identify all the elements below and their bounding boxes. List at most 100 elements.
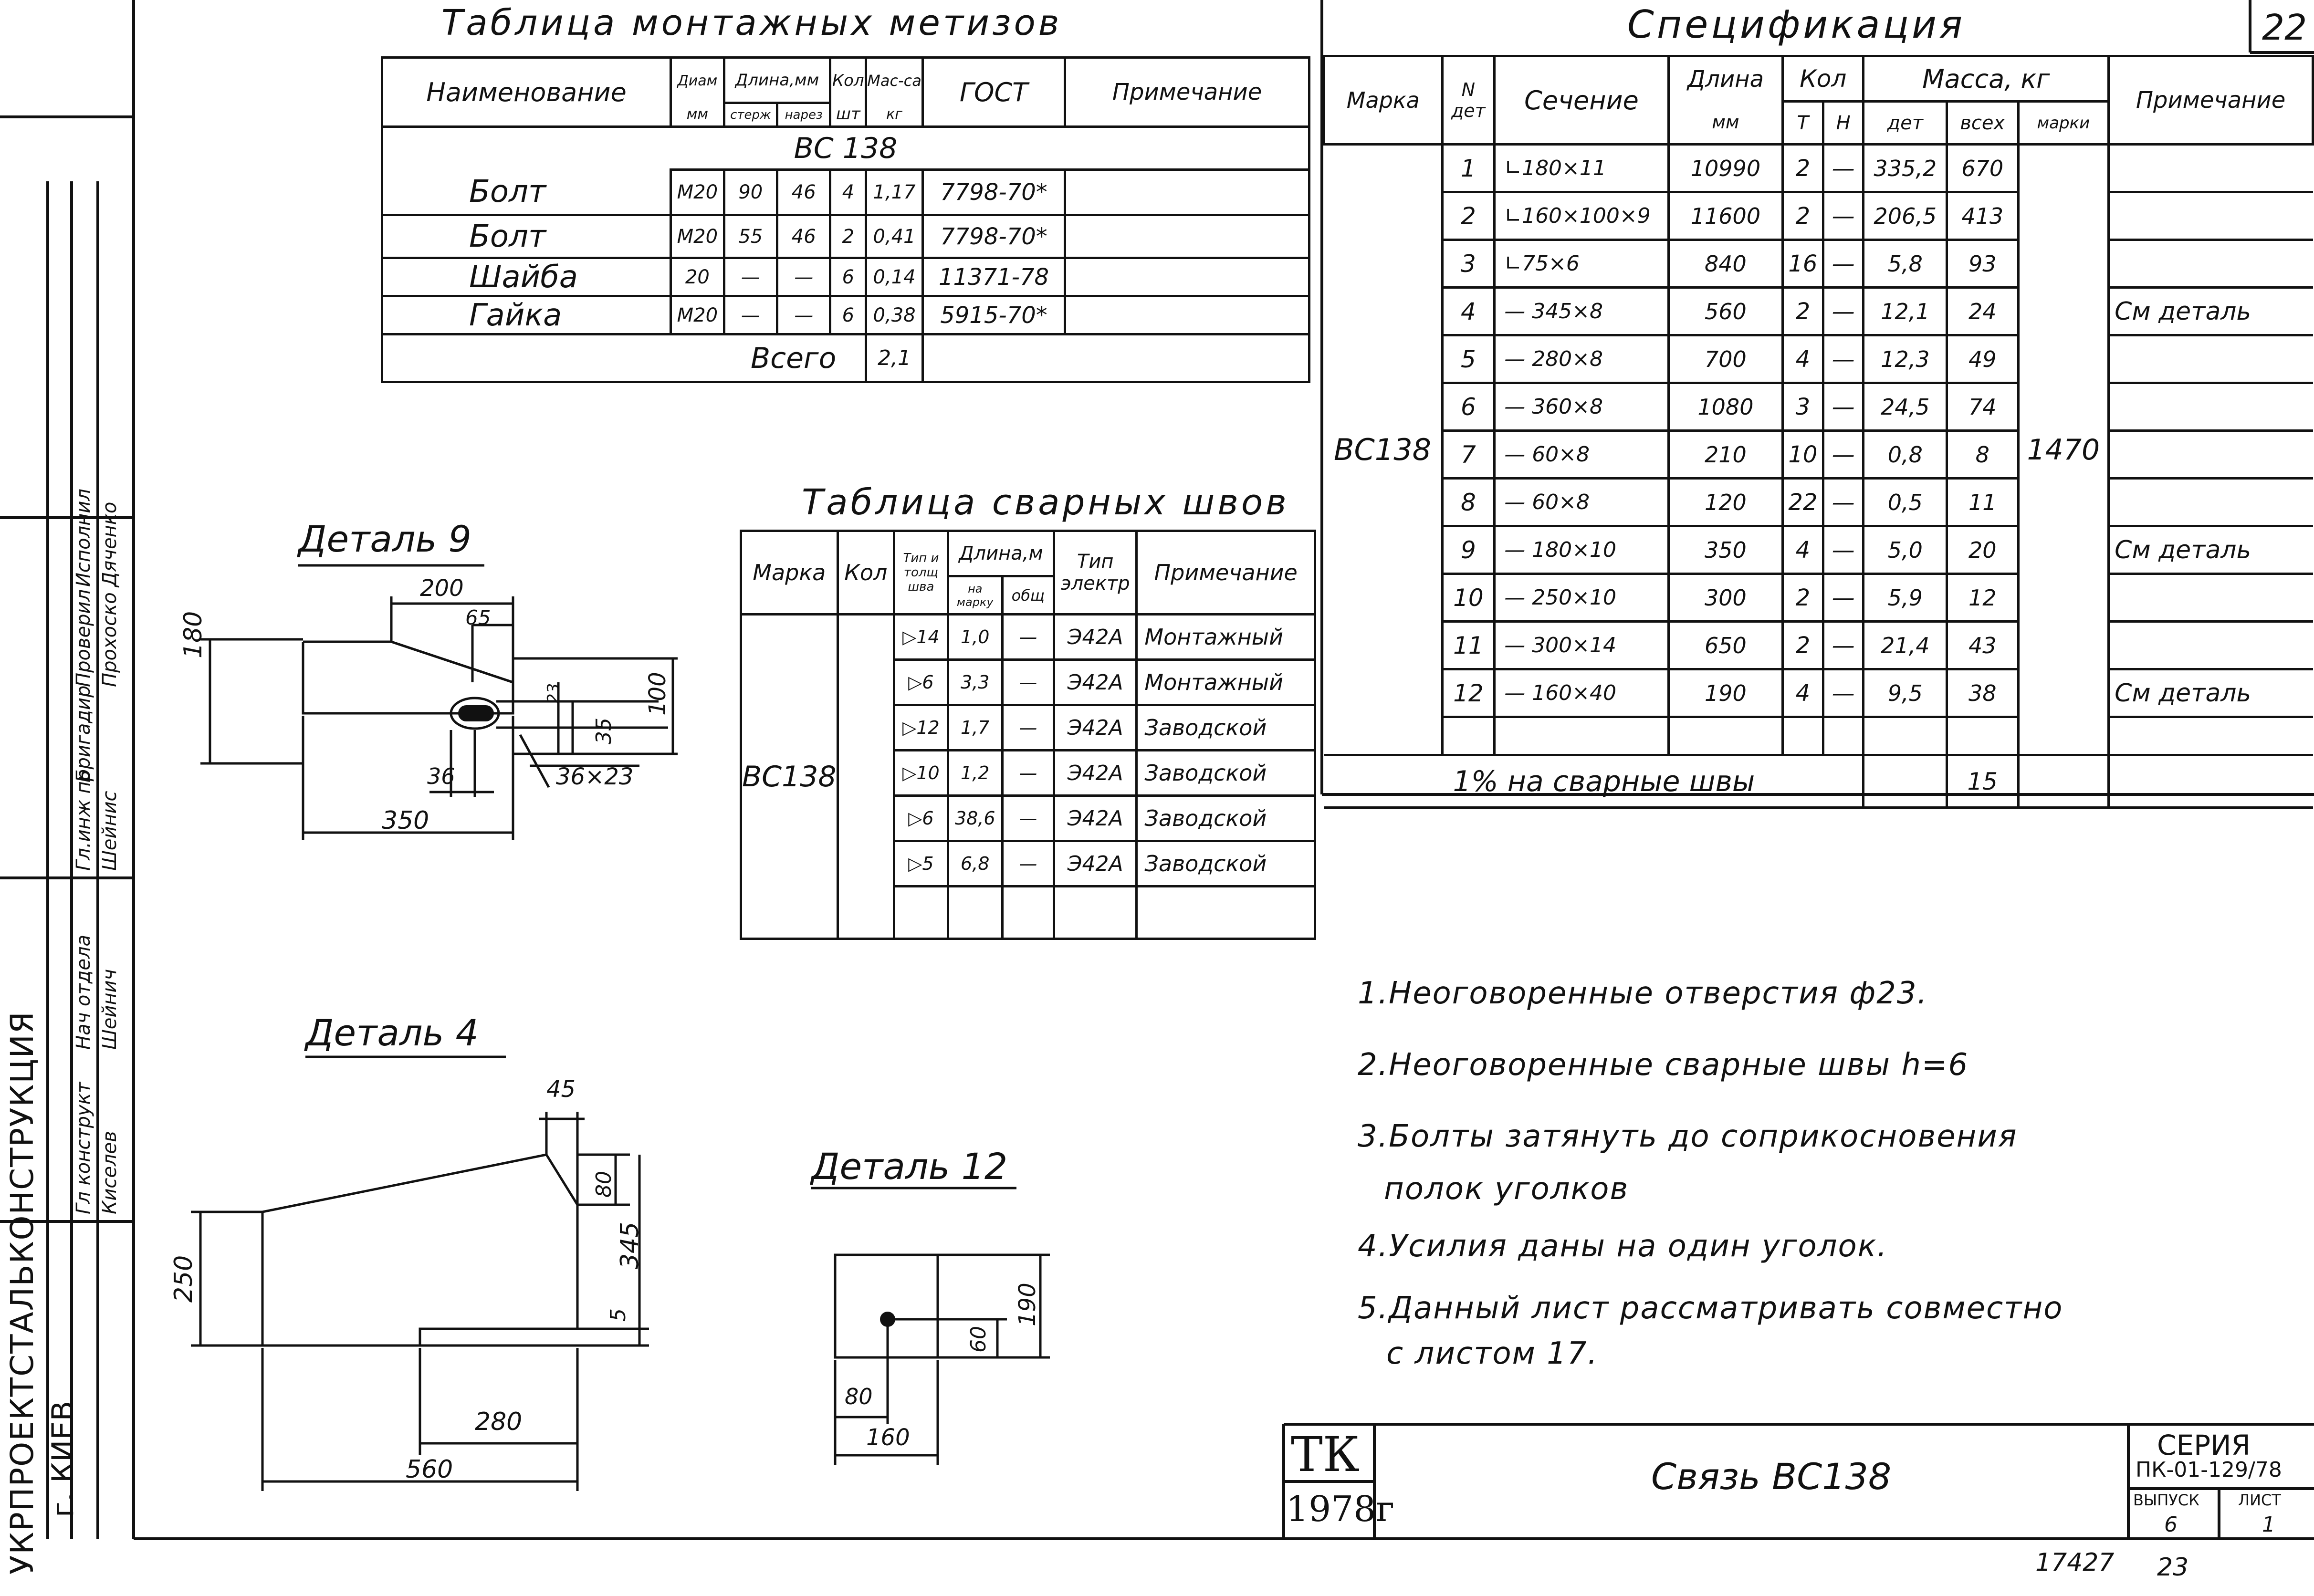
spec-mass-all: 38 <box>1946 668 2020 718</box>
series-value: ПК-01-129/78 <box>2136 1458 2282 1482</box>
spec-qty-n: — <box>1822 191 1865 241</box>
weld-total: — <box>1001 840 1056 887</box>
spec-mark: ВС138 <box>1324 143 1444 756</box>
col-mass: Мас-са <box>865 56 924 103</box>
col-gost: ГОСТ <box>921 56 1067 128</box>
weld-electrode: Э42А <box>1053 658 1138 706</box>
dim-label: 190 <box>1014 1283 1041 1326</box>
spec-section: — 280×8 <box>1493 334 1670 384</box>
stamp-role: Бригадир <box>73 685 94 782</box>
spec-qty-t: 16 <box>1781 239 1824 289</box>
weld-col-electrode: Тип электр <box>1053 530 1138 615</box>
col-note: Примечание <box>1064 56 1310 128</box>
spec-length: 560 <box>1667 286 1784 336</box>
stamp-role: Нач отдела <box>73 934 94 1050</box>
spec-qty-t: 4 <box>1781 668 1824 718</box>
spec-mass-all: 20 <box>1946 525 2020 575</box>
spec-col-m-mark: марки <box>2017 100 2110 146</box>
fastener-name: Шайба <box>380 257 672 297</box>
weld-col-type: Тип и толщ шва <box>892 530 949 615</box>
spec-col-det: N дет <box>1441 55 1496 146</box>
spec-col-mass: Масса, кг <box>1862 55 2110 103</box>
weld-per-mark: 6,8 <box>946 840 1004 887</box>
spec-note <box>2107 191 2313 241</box>
stamp-role: Исполнил <box>73 489 94 587</box>
dim-label: 5 <box>606 1308 630 1322</box>
fastener-mass: 1,17 <box>865 168 924 216</box>
spec-welds-value: 15 <box>1946 754 2020 809</box>
spec-mass-all: 43 <box>1946 620 2020 670</box>
spec-title: Спецификация <box>1627 2 1966 47</box>
spec-qty-n: — <box>1822 382 1865 432</box>
weld-total: — <box>1001 658 1056 706</box>
dim-label: 80 <box>845 1384 873 1409</box>
fastener-name: Гайка <box>380 295 672 335</box>
dim-label: 23 <box>544 683 563 704</box>
spec-length: 120 <box>1667 477 1784 527</box>
spec-mass-det: 206,5 <box>1862 191 1948 241</box>
spec-section: ∟75×6 <box>1493 239 1670 289</box>
spec-table: Марка N дет Сечение Длина Кол Масса, кг … <box>1323 55 2314 809</box>
spec-mass-all: 74 <box>1946 382 2020 432</box>
spec-note <box>2107 620 2313 670</box>
spec-qty-t: 4 <box>1781 334 1824 384</box>
dim-label: 60 <box>966 1326 991 1353</box>
spec-note <box>2107 334 2313 384</box>
issue-label: ВЫПУСК <box>2133 1491 2199 1509</box>
spec-mass-all: 49 <box>1946 334 2020 384</box>
hole-mark <box>458 705 494 721</box>
stamp-name: Шейнич <box>99 969 121 1050</box>
spec-section: ∟180×11 <box>1493 143 1670 193</box>
weld-type: ▷14 <box>892 613 949 661</box>
spec-section: — 345×8 <box>1493 286 1670 336</box>
weld-type: ▷10 <box>892 749 949 797</box>
spec-section: — 160×40 <box>1493 668 1670 718</box>
weld-electrode: Э42А <box>1053 840 1138 887</box>
fastener-rod: 55 <box>722 214 779 259</box>
fasteners-table: Наименование Диам Длина,мм Кол Мас-са ГО… <box>380 56 1311 383</box>
weld-per-mark: 1,0 <box>946 613 1004 661</box>
dim-label: 45 <box>546 1076 576 1103</box>
spec-qty-t: 10 <box>1781 429 1824 480</box>
spec-note: См деталь <box>2107 525 2313 575</box>
fastener-gost: 7798-70* <box>921 214 1067 259</box>
weld-note: Монтажный <box>1135 658 1316 706</box>
fastener-note <box>1064 295 1310 335</box>
weld-total: — <box>1001 749 1056 797</box>
spec-length: 11600 <box>1667 191 1784 241</box>
dim-label: 65 <box>465 606 491 629</box>
detail-12-title: Деталь 12 <box>811 1145 1008 1188</box>
spec-qty-n: — <box>1822 620 1865 670</box>
spec-qty-t: 2 <box>1781 286 1824 336</box>
fasteners-title: Таблица монтажных метизов <box>441 2 1062 43</box>
col-qty-unit: шт <box>829 103 868 128</box>
weld-mark: ВС138 <box>740 613 839 940</box>
spec-qty-n: — <box>1822 477 1865 527</box>
spec-note: См деталь <box>2107 668 2313 718</box>
note-line: 4.Усилия даны на один уголок. <box>1358 1229 1888 1264</box>
fastener-name: Болт <box>380 214 672 259</box>
spec-section: — 180×10 <box>1493 525 1670 575</box>
weld-per-mark: 1,2 <box>946 749 1004 797</box>
weld-col-per-mark: на марку <box>946 575 1004 615</box>
hole-mark-12 <box>880 1312 895 1327</box>
spec-welds-label: 1% на сварные швы <box>1324 754 1865 809</box>
spec-qty-t: 2 <box>1781 191 1824 241</box>
spec-length: 650 <box>1667 620 1784 670</box>
fasteners-total-label: Всего <box>380 333 868 383</box>
dim-label: 35 <box>592 718 616 744</box>
weld-type: ▷12 <box>892 704 949 751</box>
dim-label: 280 <box>475 1408 523 1436</box>
col-length: Длина,мм <box>722 56 832 104</box>
weld-per-mark: 38,6 <box>946 794 1004 842</box>
spec-qty-n: — <box>1822 286 1865 336</box>
stamp-role: Проверил <box>73 589 94 687</box>
spec-section: — 250×10 <box>1493 573 1670 623</box>
fastener-gost: 5915-70* <box>921 295 1067 335</box>
